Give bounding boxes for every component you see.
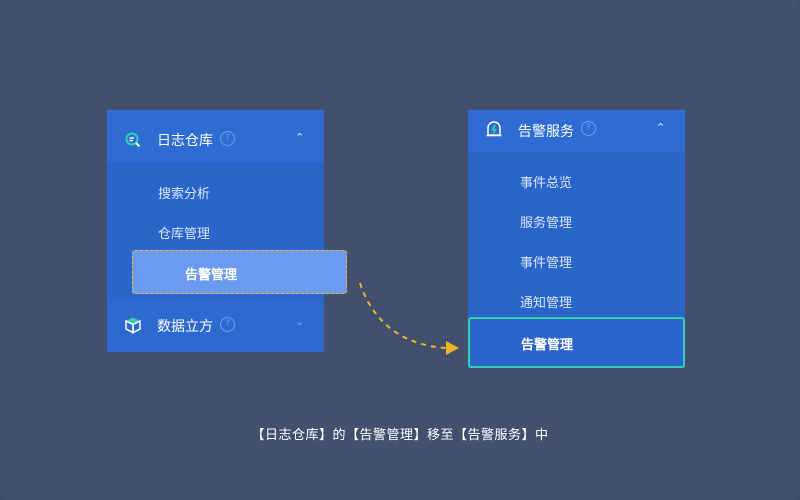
submenu-item-event-management[interactable]: 事件管理 <box>520 256 573 271</box>
left-menu: 日志仓库 ? ⌃ 搜索分析 仓库管理 数据立方 ? ⌄ <box>107 110 324 352</box>
submenu-item-search-analysis[interactable]: 搜索分析 <box>158 187 211 202</box>
cube-icon <box>125 317 141 334</box>
menu-header-title: 数据立方 <box>157 319 213 335</box>
dragged-item-label: 告警管理 <box>185 268 238 283</box>
submenu-item-service-management[interactable]: 服务管理 <box>520 216 573 231</box>
drop-target-menu-item[interactable]: 告警管理 <box>468 317 685 368</box>
menu-header-alert-service[interactable]: 告警服务 ? ⌃ <box>468 110 685 152</box>
help-icon[interactable]: ? <box>581 121 596 136</box>
menu-header-log-warehouse[interactable]: 日志仓库 ? ⌃ <box>107 110 324 162</box>
instruction-caption: 【日志仓库】的【告警管理】移至【告警服务】中 <box>251 428 549 443</box>
menu-header-title: 告警服务 <box>518 124 574 140</box>
submenu-item-notification-management[interactable]: 通知管理 <box>520 296 573 311</box>
chevron-up-icon[interactable]: ⌃ <box>295 131 305 144</box>
submenu-item-event-overview[interactable]: 事件总览 <box>520 176 573 191</box>
alarm-bell-icon <box>486 121 502 137</box>
submenu-item-warehouse-management[interactable]: 仓库管理 <box>158 227 211 242</box>
chevron-down-icon[interactable]: ⌄ <box>295 315 305 328</box>
dragged-menu-item[interactable]: 告警管理 <box>132 250 347 294</box>
chevron-up-icon[interactable]: ⌃ <box>656 121 666 134</box>
menu-header-title: 日志仓库 <box>157 133 213 149</box>
log-search-icon <box>125 132 141 148</box>
help-icon[interactable]: ? <box>220 131 235 146</box>
menu-header-data-cube[interactable]: 数据立方 ? ⌄ <box>107 298 324 352</box>
drop-target-label: 告警管理 <box>521 338 574 353</box>
help-icon[interactable]: ? <box>220 317 235 332</box>
